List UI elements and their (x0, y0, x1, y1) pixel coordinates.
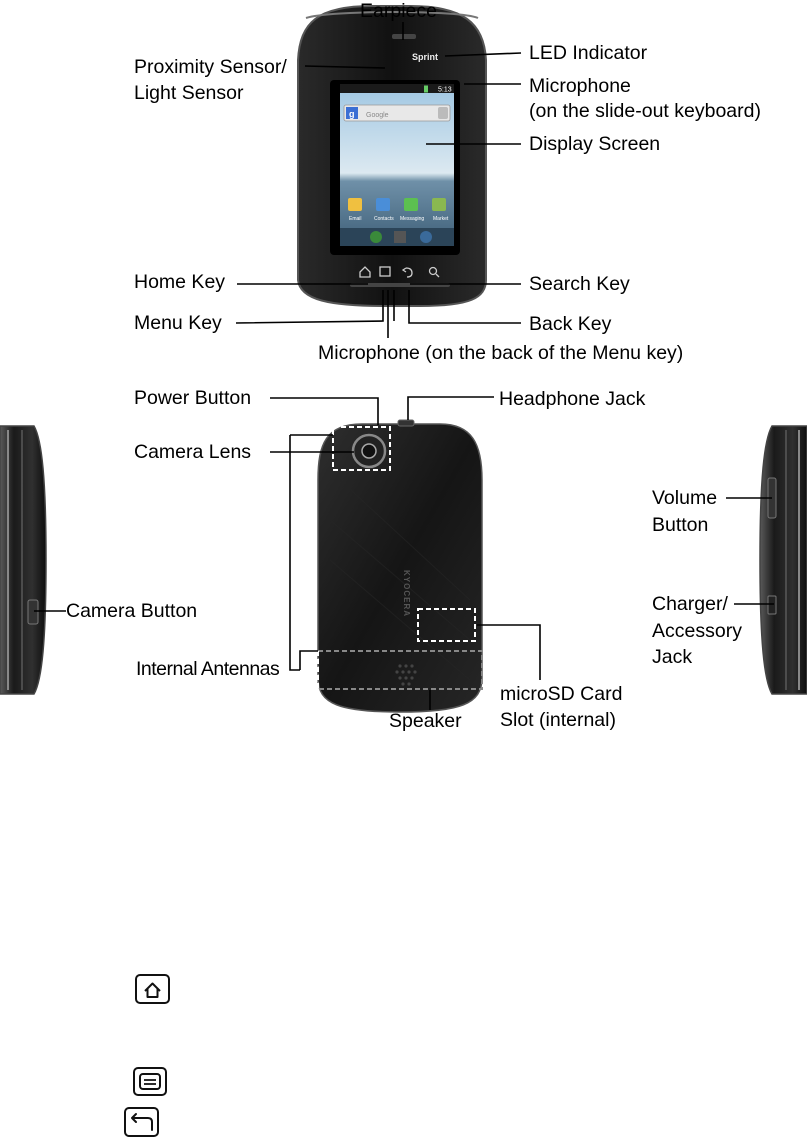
speaker-grille (395, 664, 417, 686)
label-search-key: Search Key (529, 273, 630, 295)
svg-text:g: g (349, 109, 355, 119)
status-time: 5:13 (438, 87, 452, 94)
left-side-phone (0, 425, 47, 695)
label-headphone-jack: Headphone Jack (499, 388, 646, 410)
label-microphone-slide-note: (on the slide-out keyboard) (529, 100, 761, 122)
label-microphone-back: Microphone (on the back of the Menu key) (318, 342, 684, 364)
earpiece-slot (392, 34, 416, 39)
screen-search-text: Google (366, 112, 389, 119)
carrier-logo: Sprint (412, 52, 438, 62)
label-menu-key: Menu Key (134, 312, 222, 334)
side-callout-lines (726, 497, 774, 605)
camera-area-box (332, 426, 391, 471)
label-charger: Charger/ (652, 593, 728, 615)
menu-icon (133, 1067, 167, 1096)
dashed-regions (332, 426, 476, 642)
front-keys (359, 266, 440, 278)
charger-jack-physical (767, 595, 777, 615)
front-phone: Sprint 5:13 g Google Email Contacts Mess… (297, 5, 487, 307)
back-phone: KYOCERA (317, 419, 483, 713)
label-camera-button: Camera Button (66, 600, 198, 622)
camera-button-physical (27, 599, 39, 625)
microsd-slot-box (417, 608, 476, 642)
label-volume-button: Button (652, 514, 709, 536)
app-icons: Email Contacts Messaging Market (348, 198, 449, 222)
label-camera-lens: Camera Lens (134, 441, 252, 463)
right-side-phone (759, 425, 807, 695)
label-microsd-slot: Slot (internal) (500, 709, 616, 731)
svg-text:Contacts: Contacts (374, 216, 394, 222)
home-icon (135, 974, 170, 1004)
back-icon (124, 1107, 159, 1137)
label-microsd-card: microSD Card (500, 683, 623, 705)
back-brand-logo: KYOCERA (402, 570, 411, 617)
label-jack: Jack (652, 646, 693, 668)
label-earpiece: Earpiece (360, 0, 437, 22)
svg-text:Email: Email (349, 216, 362, 222)
back-callout-lines (270, 396, 541, 710)
label-volume: Volume (652, 487, 718, 509)
label-home-key: Home Key (134, 271, 226, 293)
svg-text:Market: Market (433, 216, 449, 222)
front-callout-lines (235, 22, 522, 338)
label-accessory: Accessory (652, 620, 742, 642)
label-display-screen: Display Screen (529, 133, 661, 155)
label-back-key: Back Key (529, 313, 612, 335)
label-power-button: Power Button (134, 387, 252, 409)
label-speaker: Speaker (389, 710, 462, 732)
label-microphone-slide: Microphone (529, 75, 631, 97)
label-led-indicator: LED Indicator (529, 42, 648, 64)
label-proximity-sensor: Proximity Sensor/ (134, 56, 287, 78)
label-internal-antennas: Internal Antennas (136, 658, 280, 680)
svg-text:Messaging: Messaging (400, 216, 424, 222)
label-light-sensor: Light Sensor (134, 82, 244, 104)
